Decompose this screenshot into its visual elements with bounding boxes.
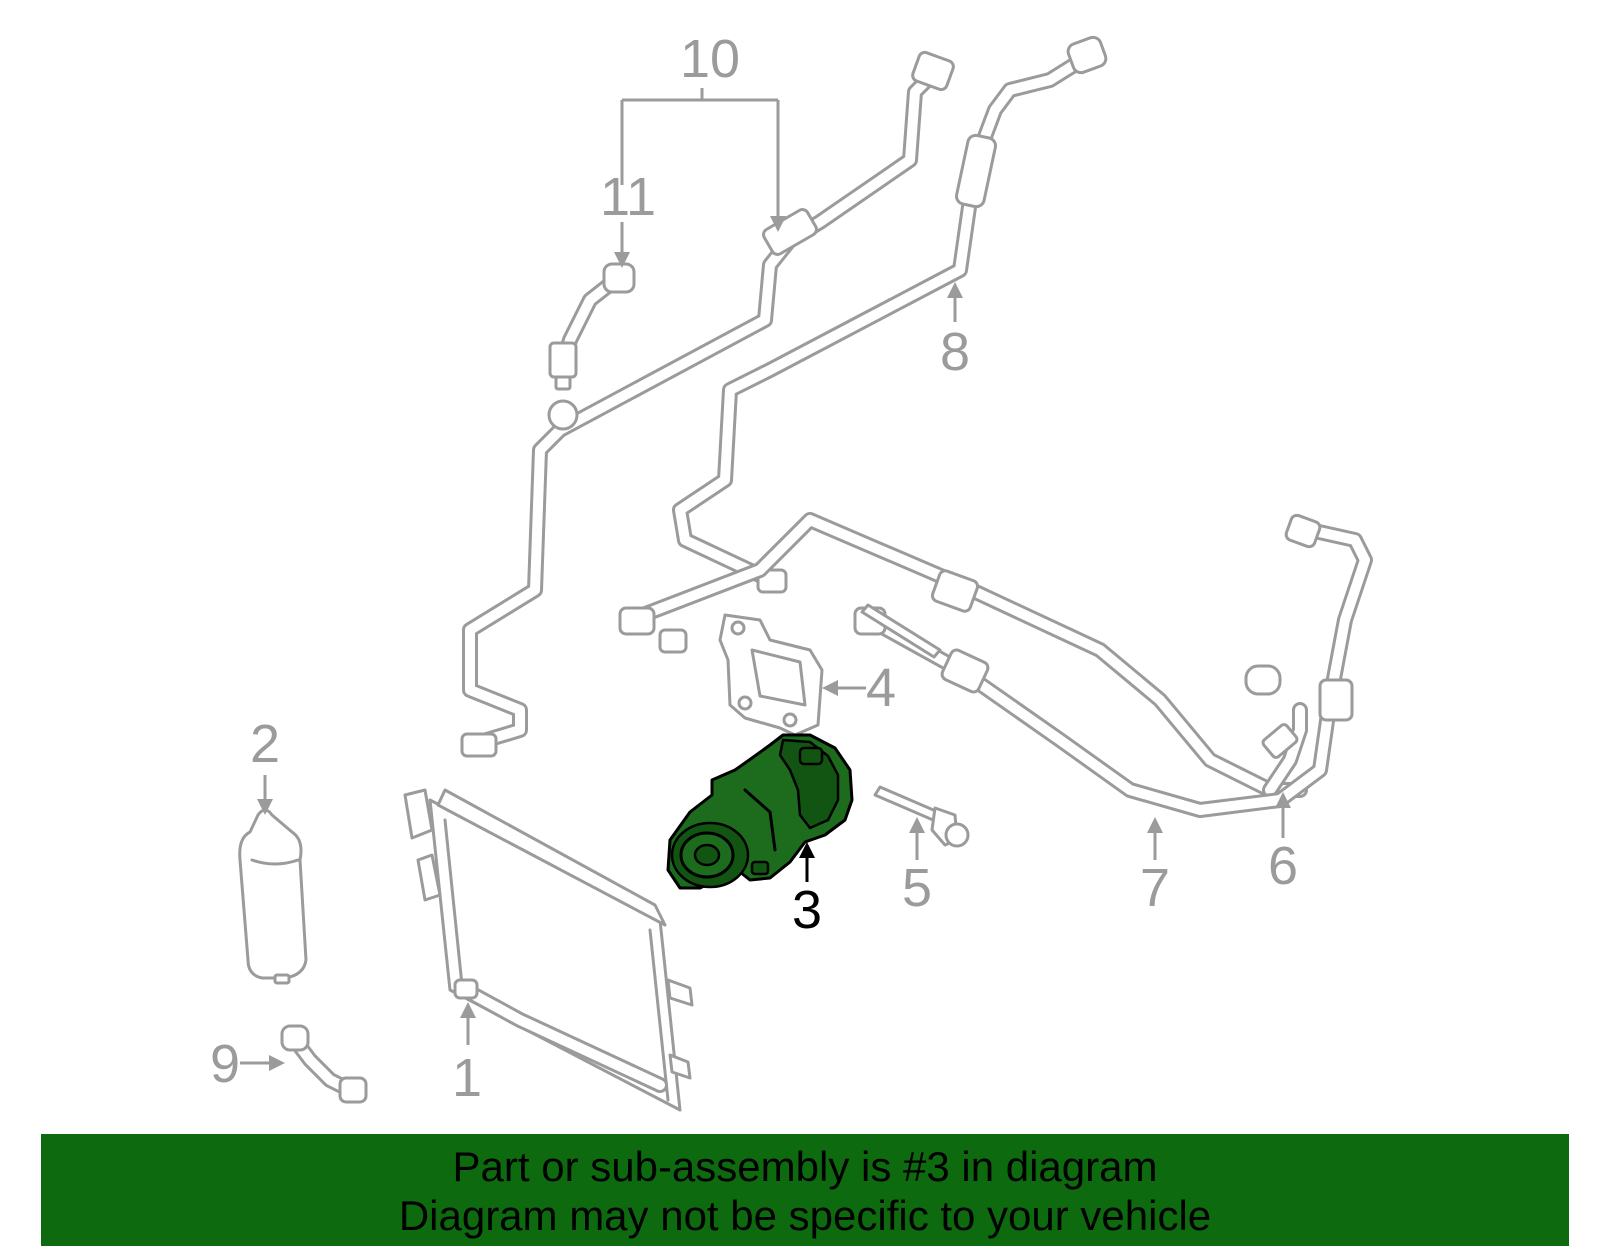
condenser: [403, 788, 694, 1112]
callout-1-arrowhead: [460, 1002, 476, 1018]
callout-10-bracket: [620, 88, 780, 222]
bolt: [873, 785, 970, 848]
callout-3-arrowhead: [799, 842, 815, 858]
callout-11-arrowhead: [614, 252, 630, 268]
info-banner: Part or sub-assembly is #3 in diagram Di…: [41, 1134, 1569, 1246]
callout-7: 7: [1140, 858, 1170, 918]
callout-8: 8: [940, 322, 970, 382]
callout-7-arrowhead: [1147, 817, 1163, 833]
callout-3: 3: [792, 880, 822, 940]
callout-5: 5: [902, 858, 932, 918]
callout-2: 2: [250, 714, 280, 774]
ac-hose-6: [853, 513, 1373, 818]
receiver-drier: [238, 808, 308, 985]
callout-9-arrowhead: [269, 1055, 285, 1071]
banner-line-2: Diagram may not be specific to your vehi…: [398, 1192, 1212, 1239]
compressor-bracket: [718, 613, 824, 737]
callout-10-arrowhead: [770, 216, 786, 232]
hose-9: [280, 1024, 368, 1104]
callout-11: 11: [600, 167, 656, 227]
ac-line-8: [672, 35, 1108, 594]
callout-1: 1: [452, 1048, 482, 1108]
callout-5-arrowhead: [909, 817, 925, 833]
callout-8-arrowhead: [947, 282, 963, 298]
callout-9: 9: [210, 1034, 240, 1094]
callout-10: 10: [680, 29, 740, 89]
callout-6-arrowhead: [1275, 792, 1291, 808]
callout-4: 4: [866, 658, 896, 718]
ac-compressor: [666, 733, 854, 890]
hose-bolt: [860, 603, 942, 659]
callout-4-arrowhead: [822, 680, 838, 696]
ac-hose-7: [618, 512, 1308, 798]
callout-2-arrowhead: [257, 799, 273, 815]
ac-line-10: [460, 50, 955, 758]
ac-hose-11: [548, 262, 636, 391]
callout-6: 6: [1268, 836, 1298, 896]
banner-line-1: Part or sub-assembly is #3 in diagram: [452, 1143, 1158, 1190]
